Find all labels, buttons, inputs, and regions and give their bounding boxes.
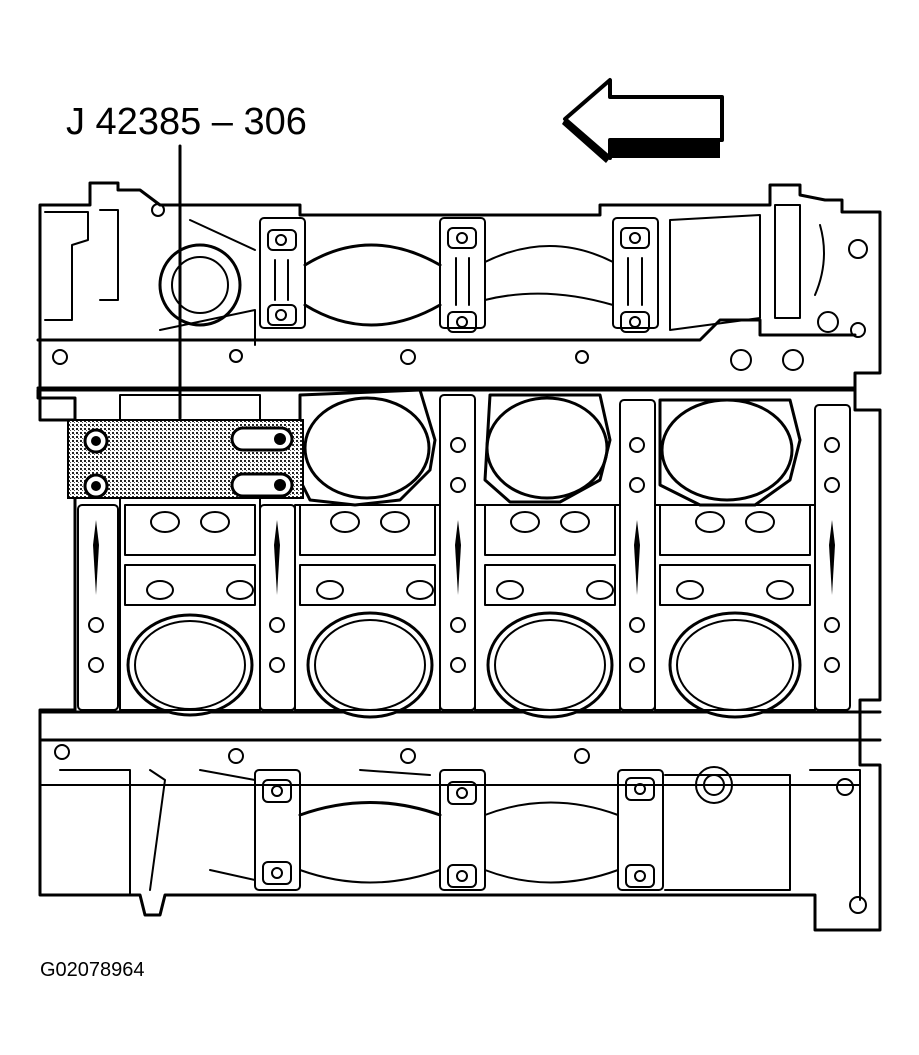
upper-deck	[36, 181, 882, 422]
tool-callout-label: J 42385 – 306	[66, 101, 307, 143]
figure-id-label: G02078964	[40, 959, 145, 981]
lower-deck	[38, 738, 882, 932]
tool-fixture-plate	[67, 419, 304, 499]
direction-arrow-icon	[562, 78, 724, 163]
cylinder-bank	[38, 388, 882, 742]
